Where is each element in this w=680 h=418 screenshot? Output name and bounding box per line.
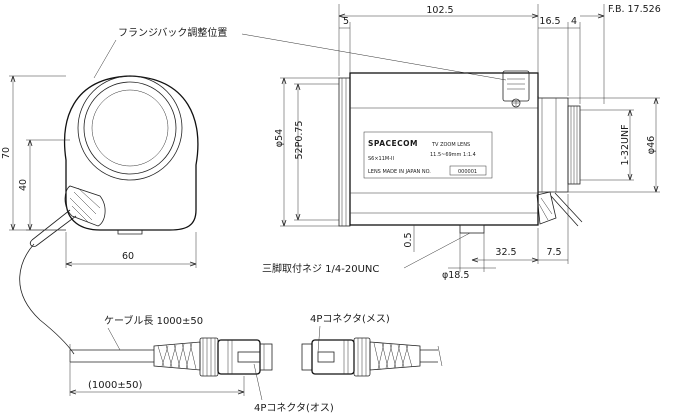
lens-label-plate (363, 131, 493, 179)
product-label: TV ZOOM LENS (431, 142, 470, 148)
cable-assembly (69, 337, 443, 396)
cable-pigtail (70, 349, 154, 363)
front-view-dimensions: 70 40 60 (1, 75, 197, 268)
connector-female-tip (301, 343, 313, 371)
side-rear-mount (537, 97, 569, 193)
cable-right-end (420, 349, 438, 363)
front-cable-boot (64, 185, 106, 227)
dim-dia-54: φ54 (274, 129, 285, 147)
flange-back-leader-front (93, 39, 117, 79)
connector-male-body (199, 337, 219, 377)
flange-back-adjust-knob (502, 70, 530, 102)
side-front-flange (338, 77, 351, 227)
flange-back-adjust-label: フランジバック調整位置 (118, 26, 227, 39)
front-bottom-foot (117, 230, 143, 235)
front-cable-boot-hatch (69, 187, 101, 223)
spec-label: 11.5~69mm 1:1.4 (430, 152, 476, 158)
dim-offset-0-5: 0.5 (403, 232, 414, 247)
side-cable (550, 192, 583, 227)
cable-sleeve-right (369, 341, 421, 371)
flange-back-leader (241, 33, 507, 81)
dim-52p: 52P0.75 (294, 121, 305, 160)
connector-male-label: 4Pコネクタ(オス) (254, 402, 334, 414)
connector-male-tip (259, 343, 273, 371)
dim-length-102-5: 102.5 (426, 5, 453, 16)
front-view-outline (63, 75, 199, 231)
dim-rear-4: 4 (571, 16, 577, 27)
dim-rear-16-5: 16.5 (539, 16, 560, 27)
leader-labels: フランジバック調整位置 三脚取付ネジ 1/4-20UNC (93, 26, 507, 275)
dim-dia-18-5: φ18.5 (442, 270, 469, 281)
connector-female-key (317, 351, 335, 363)
dim-thread-1-32unf: 1-32UNF (620, 124, 631, 165)
front-lens-glass (91, 89, 169, 167)
brand-label: SPACECOM (368, 139, 418, 148)
dim-width-60: 60 (122, 251, 134, 262)
male-connector-leader (253, 363, 263, 401)
dim-dist-7-5: 7.5 (546, 247, 561, 258)
cable-labels: ケーブル長 1000±50 4Pコネクタ(メス) (1000±50) 4Pコネク… (69, 313, 390, 414)
cable-length-label: ケーブル長 1000±50 (104, 314, 203, 327)
cable-length-alt-label: (1000±50) (88, 380, 142, 391)
side-view-dimensions: 102.5 5 16.5 4 F.B. 17.526 φ54 52P0.75 1… (274, 4, 661, 281)
dim-flange-back: F.B. 17.526 (608, 4, 661, 15)
front-lens-outer-ring (77, 75, 183, 181)
cable-length-leader (107, 327, 121, 351)
front-cable-end (29, 239, 37, 247)
serial-box (449, 165, 487, 176)
side-main-body (349, 72, 539, 226)
model-label: S6×11M-II (368, 156, 394, 162)
female-connector-leader (317, 325, 321, 353)
made-in-label: LENS MADE IN JAPAN NO. (368, 169, 431, 175)
tripod-mount-block (459, 224, 485, 234)
dim-height-70: 70 (1, 147, 12, 159)
dim-height-40: 40 (18, 179, 29, 191)
connector-female-label: 4Pコネクタ(メス) (310, 313, 390, 325)
side-cable-boot (536, 191, 557, 225)
connector-male-key (237, 351, 261, 363)
adjust-screw-icon (511, 98, 521, 108)
serial-label: 000001 (458, 169, 477, 175)
dim-dia-46: φ46 (646, 136, 657, 154)
dim-front-5: 5 (343, 16, 349, 27)
tripod-leader (403, 232, 471, 269)
dim-dist-32-5: 32.5 (495, 247, 516, 258)
front-lens-inner-ring (83, 81, 177, 175)
front-cable (31, 209, 77, 247)
cable-run (19, 243, 75, 355)
tripod-screw-label: 三脚取付ネジ 1/4-20UNC (262, 262, 379, 275)
connector-male-collar (217, 339, 261, 375)
front-view (29, 75, 199, 247)
side-view: SPACECOM S6×11M-II TV ZOOM LENS 11.5~69m… (338, 70, 583, 234)
